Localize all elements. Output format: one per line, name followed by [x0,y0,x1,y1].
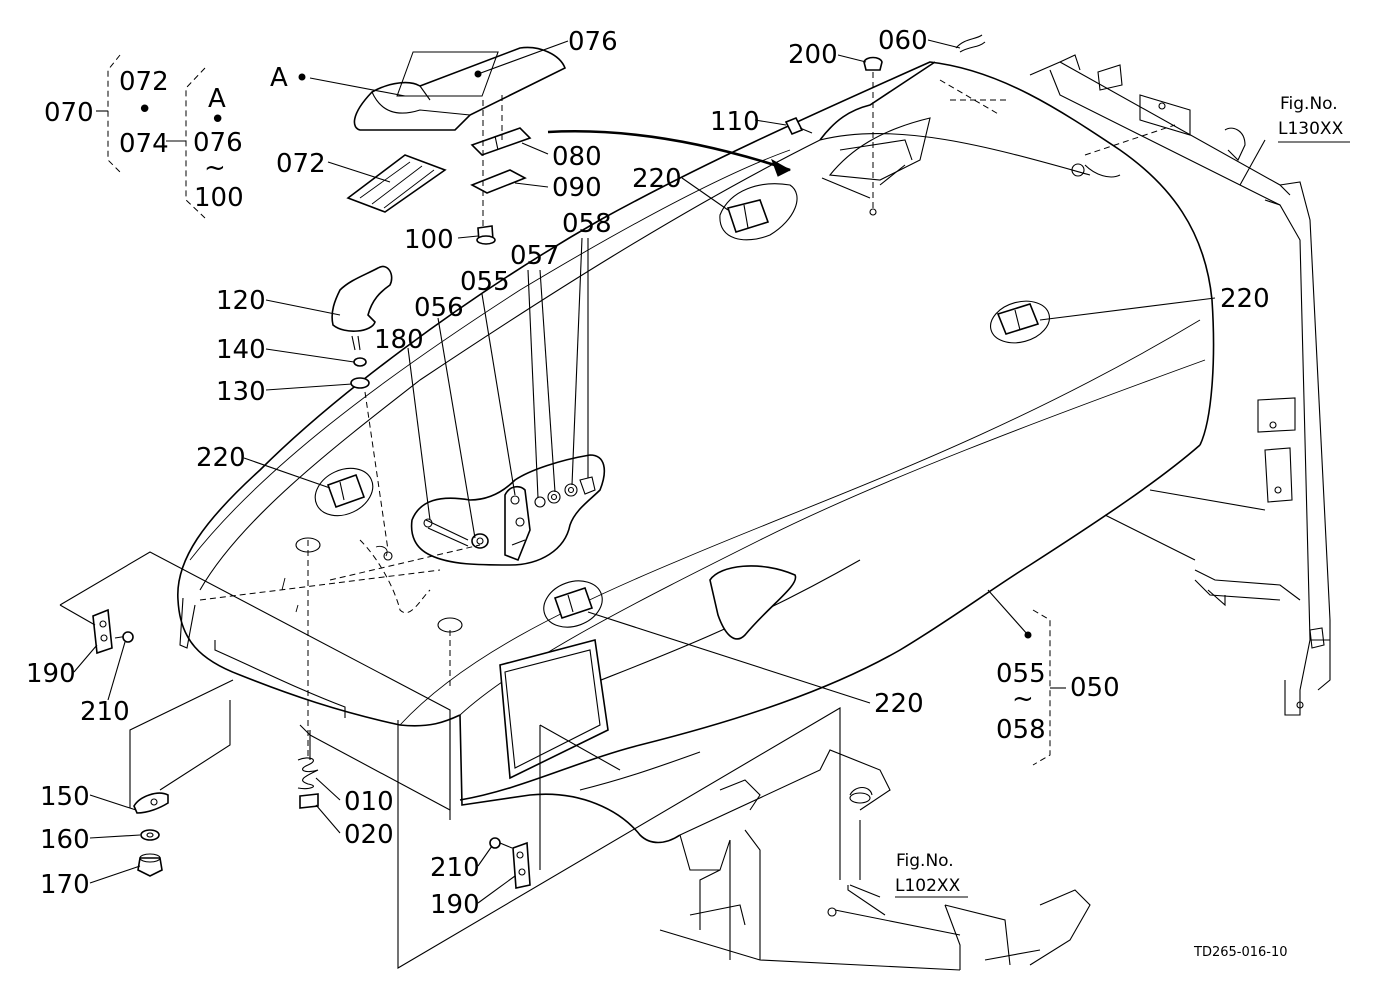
label-220-right: 220 [1220,284,1270,314]
label-076-bracket: 076 [193,128,243,158]
label-220-upper: 220 [632,164,682,194]
bracket-080-090 [470,95,532,232]
label-090: 090 [552,173,602,203]
label-057: 057 [510,241,560,271]
label-076: 076 [568,27,618,57]
label-055: 055 [460,267,510,297]
fig-ref-top-title: Fig.No. [1280,94,1338,114]
bullet-2: • [210,105,225,135]
spring-010-020 [295,537,321,809]
bracket-070 [96,54,206,219]
tilde-2: ~ [1012,684,1034,714]
label-A: A [270,63,288,93]
figure-references: Fig.No. L130XX Fig.No. L102XX TD265-016-… [895,94,1344,960]
label-100-bracket: 100 [194,183,244,213]
label-200: 200 [788,40,838,70]
fig-ref-bottom-title: Fig.No. [896,851,954,871]
connector-lines [59,551,841,969]
label-120: 120 [216,286,266,316]
bracket-050 [1032,609,1066,766]
label-050: 050 [1070,673,1120,703]
label-140: 140 [216,335,266,365]
clip-190-left [92,608,134,655]
clip-060 [955,34,986,53]
label-020: 020 [344,820,394,850]
label-150: 150 [40,782,90,812]
handle-cover-076 [353,46,567,131]
label-160: 160 [40,825,90,855]
rear-frame [939,54,1331,716]
lever-120 [331,265,393,561]
front-frame [659,749,1091,971]
label-072 [346,154,447,213]
label-010: 010 [344,787,394,817]
label-058: 058 [562,209,612,239]
knob-100 [476,225,496,245]
bumper-right [990,300,1050,344]
label-220-mid: 220 [874,689,924,719]
label-058-bracket: 058 [996,715,1046,745]
drawing-id: TD265-016-10 [1193,945,1288,960]
latch-150-170 [129,679,234,877]
label-220-left: 220 [196,443,246,473]
label-210-bottom: 210 [430,853,480,883]
hinge-inset [410,454,606,566]
label-110: 110 [710,107,760,137]
label-072-top: 072 [119,67,169,97]
label-170: 170 [40,870,90,900]
label-190-bottom: 190 [430,890,480,920]
label-180: 180 [374,325,424,355]
label-060: 060 [878,26,928,56]
top-recess [819,61,936,199]
fig-ref-top-code: L130XX [1278,119,1344,139]
label-072: 072 [276,149,326,179]
fig-ref-bottom-code: L102XX [895,876,961,896]
label-080: 080 [552,142,602,172]
label-074: 074 [119,129,169,159]
label-130: 130 [216,377,266,407]
hood-body [177,61,1215,844]
label-070: 070 [44,98,94,128]
hidden-detail [199,539,481,690]
label-A-bracket: A [208,84,226,114]
label-100: 100 [404,225,454,255]
clip-190-bottom [489,837,531,889]
detail-arrow [547,129,792,177]
leader-lines [73,39,1350,904]
label-055-bracket: 055 [996,659,1046,689]
label-056: 056 [414,293,464,323]
bullet-1: • [137,95,152,125]
label-210-left: 210 [80,697,130,727]
tilde-1: ~ [204,153,226,183]
rivet-200 [863,56,883,216]
bumper-mid [543,580,603,628]
part-labels: 076 A 072 • 074 070 A • 076 ~ 100 072 08… [26,26,1270,920]
bumper-left [314,467,374,517]
screw-110 [784,116,813,136]
bumper-upper [719,183,798,241]
label-190-left: 190 [26,659,76,689]
